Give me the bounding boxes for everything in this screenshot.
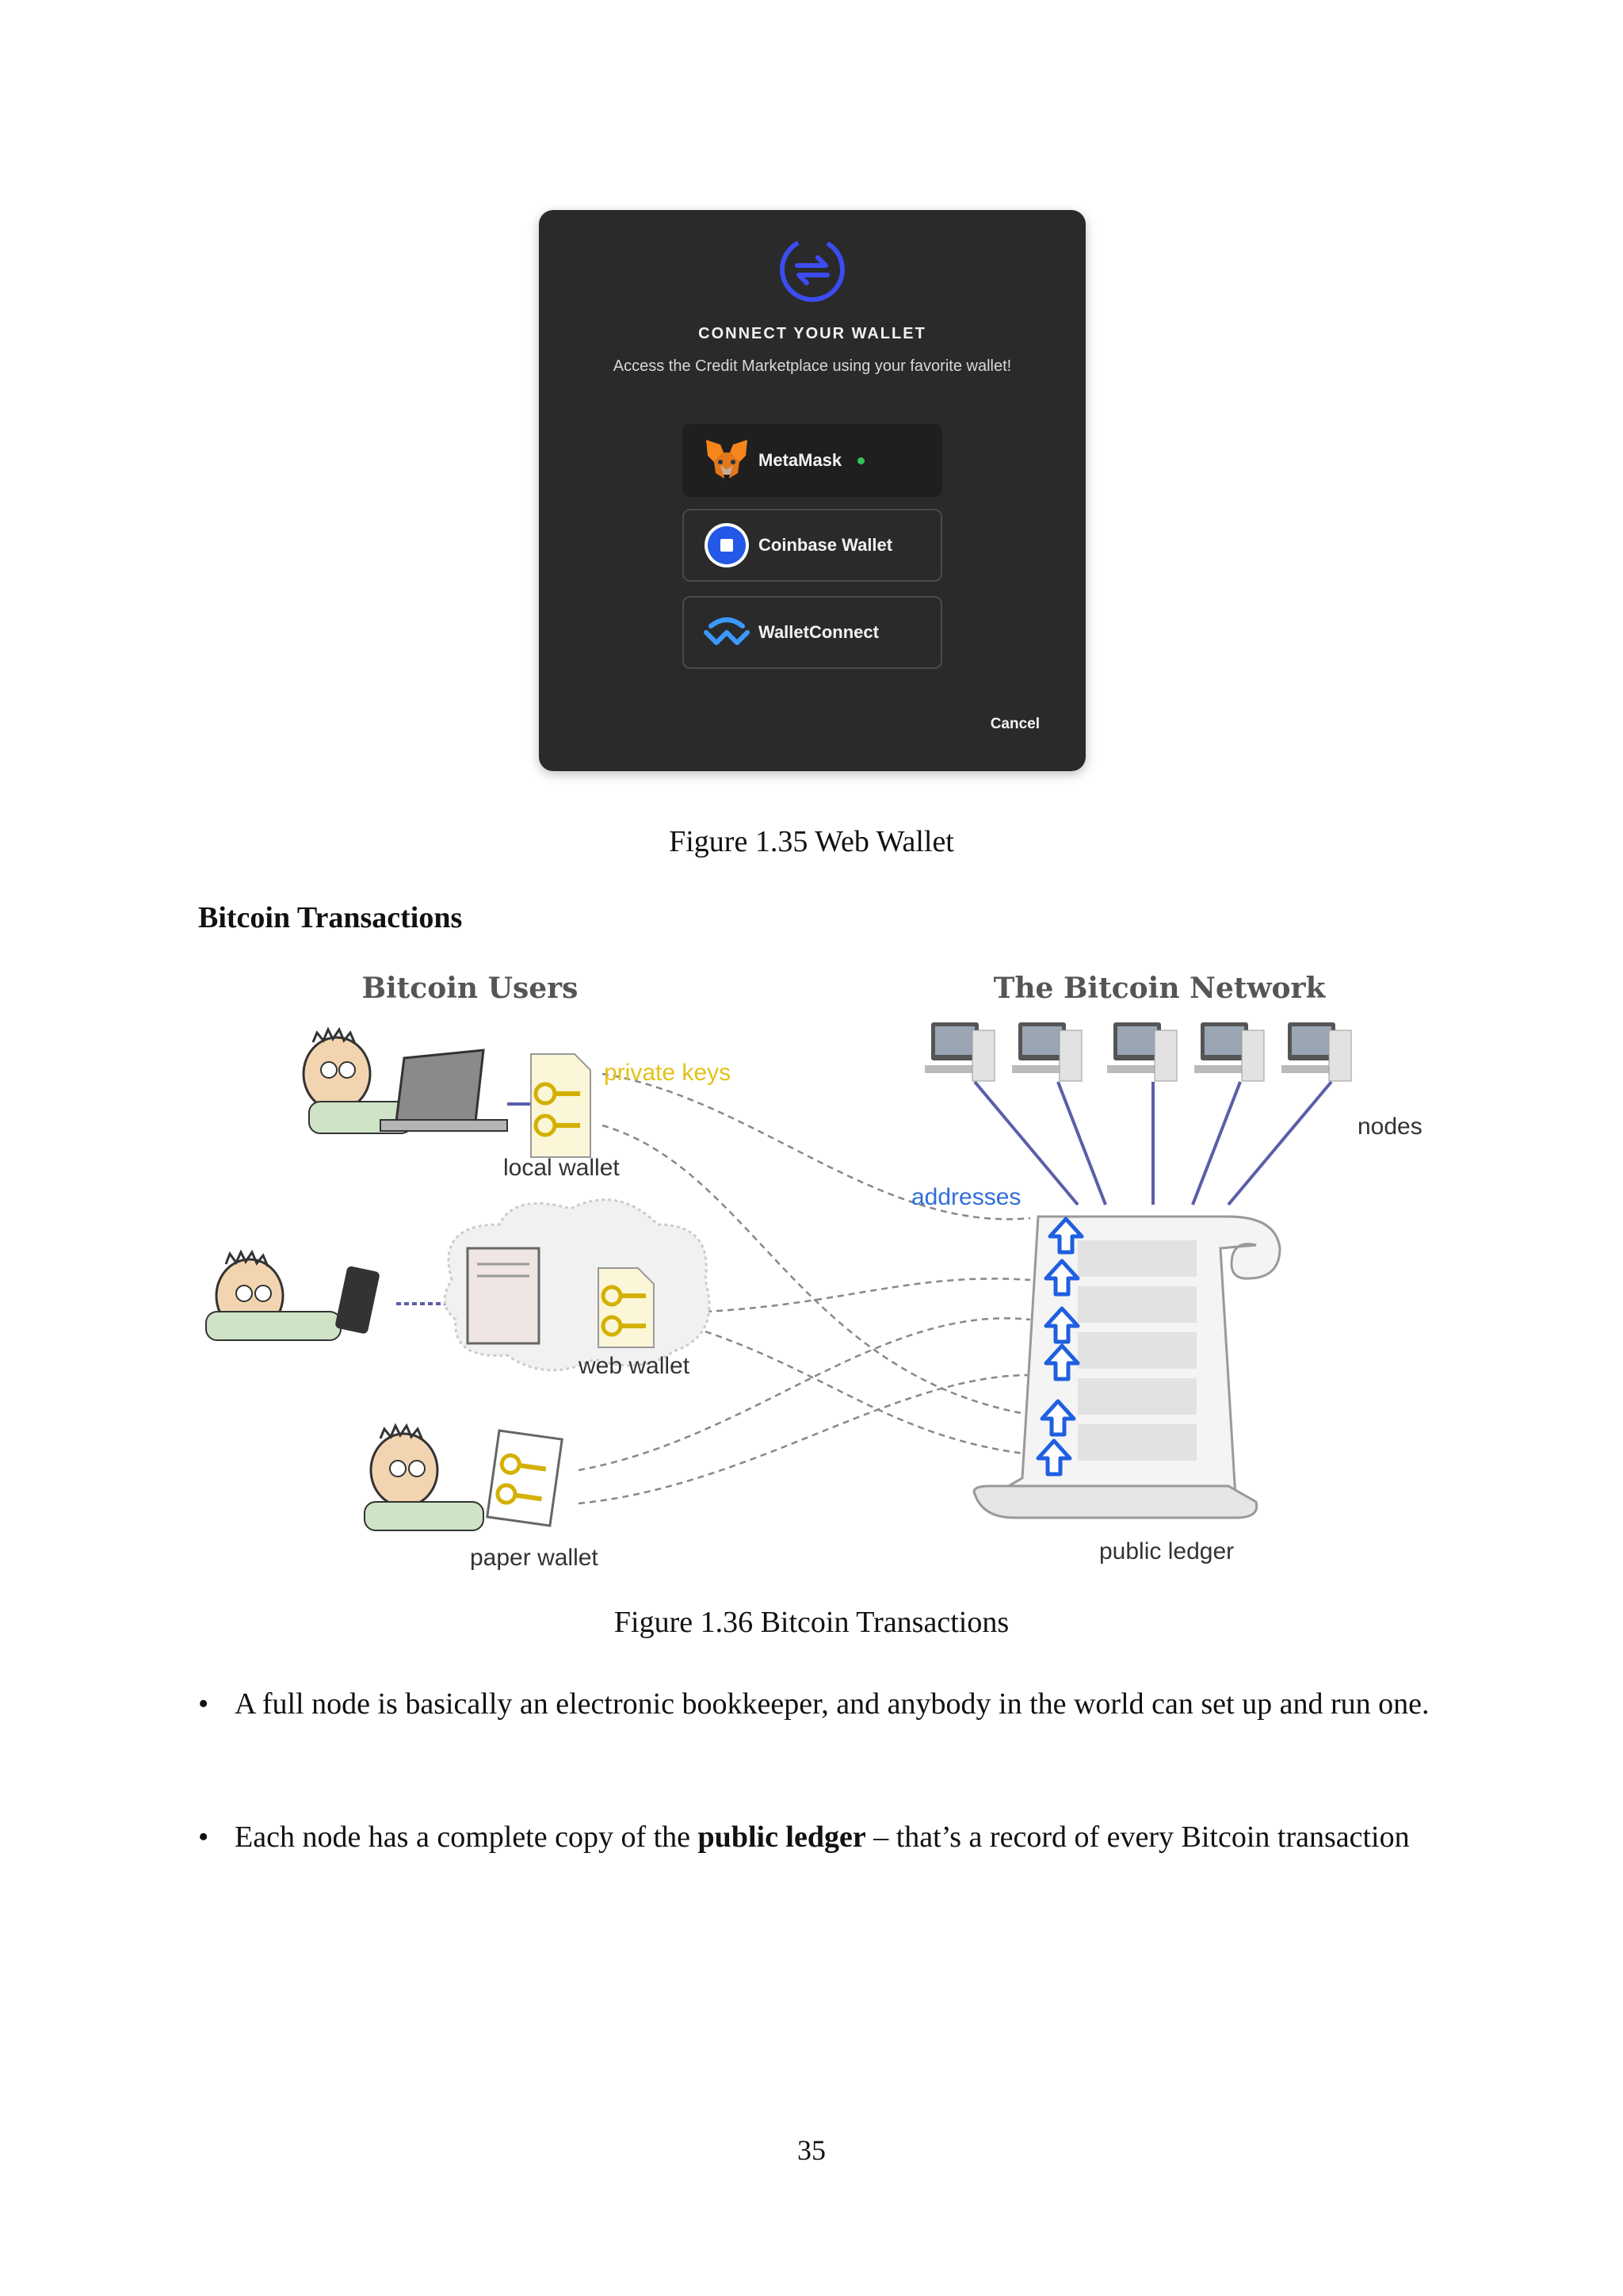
- private-keys-label: private keys: [604, 1060, 731, 1086]
- public-ledger-scroll-icon: [972, 1215, 1281, 1519]
- walletconnect-icon: [701, 607, 752, 658]
- figure-caption-web-wallet: Figure 1.35 Web Wallet: [669, 825, 954, 858]
- network-nodes: [925, 1022, 1352, 1082]
- bitcoin-users-title: Bitcoin Users: [362, 972, 579, 1005]
- bullet-text: A full node is basically an electronic b…: [235, 1687, 1430, 1721]
- exchange-logo-icon: [780, 237, 845, 302]
- metamask-fox-icon: [701, 435, 752, 486]
- bullet-text-after: – that’s a record of every Bitcoin trans…: [865, 1820, 1410, 1854]
- coinbase-wallet-button[interactable]: Coinbase Wallet: [682, 509, 942, 582]
- user-with-phone: [205, 1249, 380, 1341]
- node-computer-icon: [1194, 1022, 1265, 1082]
- modal-subtitle: Access the Credit Marketplace using your…: [613, 357, 1012, 375]
- addresses-label: addresses: [911, 1184, 1021, 1210]
- node-computer-icon: [1107, 1022, 1178, 1082]
- local-wallet-label: local wallet: [503, 1155, 620, 1181]
- local-wallet-keys-icon: [530, 1053, 591, 1158]
- user-with-paper: [364, 1423, 484, 1531]
- coinbase-label: Coinbase Wallet: [758, 535, 893, 555]
- bullet-bold-term: public ledger: [697, 1820, 866, 1854]
- walletconnect-button[interactable]: WalletConnect: [682, 596, 942, 669]
- bullet-item: • A full node is basically an electronic…: [198, 1676, 1434, 1787]
- bitcoin-transactions-diagram: Bitcoin Users The Bitcoin Network: [205, 972, 1423, 1571]
- node-computer-icon: [925, 1022, 995, 1082]
- ledger-up-arrows: [1036, 1217, 1084, 1477]
- bullet-text-before: Each node has a complete copy of the: [235, 1820, 698, 1854]
- bullet-text: Each node has a complete copy of the pub…: [235, 1809, 1455, 1865]
- connect-wallet-modal: CONNECT YOUR WALLET Access the Credit Ma…: [539, 210, 1086, 771]
- bullet-item: • Each node has a complete copy of the p…: [198, 1809, 1434, 1920]
- bullet-marker: •: [198, 1687, 209, 1721]
- web-wallet-cloud-icon: [443, 1198, 711, 1372]
- metamask-label: MetaMask: [758, 450, 842, 470]
- nodes-label: nodes: [1358, 1114, 1423, 1140]
- modal-title: CONNECT YOUR WALLET: [698, 325, 926, 342]
- cancel-button[interactable]: Cancel: [990, 716, 1040, 732]
- node-computer-icon: [1281, 1022, 1352, 1082]
- page-number: 35: [797, 2134, 826, 2166]
- section-heading: Bitcoin Transactions: [198, 901, 463, 934]
- node-links: [973, 1080, 1333, 1206]
- node-computer-icon: [1012, 1022, 1083, 1082]
- public-ledger-label: public ledger: [1099, 1538, 1234, 1564]
- user-with-laptop: [302, 1026, 508, 1134]
- paper-wallet-keys-icon: [485, 1429, 563, 1527]
- walletconnect-label: WalletConnect: [758, 622, 879, 642]
- status-dot: [857, 457, 865, 464]
- web-wallet-label: web wallet: [578, 1353, 690, 1379]
- wallet-ledger-connections: [578, 1072, 1031, 1505]
- metamask-button[interactable]: MetaMask: [682, 424, 942, 497]
- bullet-marker: •: [198, 1820, 209, 1854]
- figure-caption-bitcoin-transactions: Figure 1.36 Bitcoin Transactions: [613, 1606, 1010, 1639]
- bitcoin-network-title: The Bitcoin Network: [994, 972, 1327, 1005]
- paper-wallet-label: paper wallet: [470, 1545, 598, 1571]
- coinbase-icon: [701, 520, 752, 571]
